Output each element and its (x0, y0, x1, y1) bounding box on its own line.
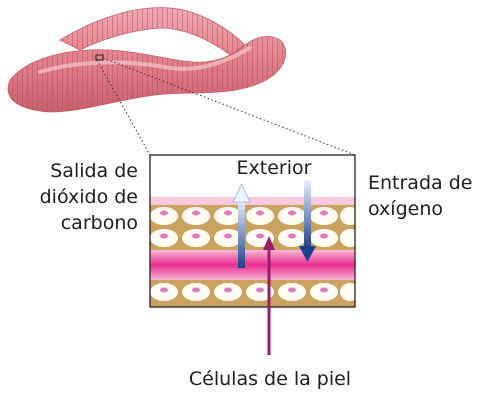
label-co2-out: Salida de dióxido de carbono (18, 158, 138, 236)
label-co2-line-1: Salida de (18, 158, 138, 184)
earthworm-illustration (8, 8, 286, 112)
label-co2-line-3: carbono (18, 210, 138, 236)
label-o2-line-1: Entrada de (368, 170, 480, 196)
label-co2-line-2: dióxido de (18, 184, 138, 210)
label-skin-cells: Células de la piel (150, 366, 390, 392)
label-exterior: Exterior (224, 155, 324, 181)
label-o2-in: Entrada de oxígeno (368, 170, 480, 222)
label-o2-line-2: oxígeno (368, 196, 480, 222)
